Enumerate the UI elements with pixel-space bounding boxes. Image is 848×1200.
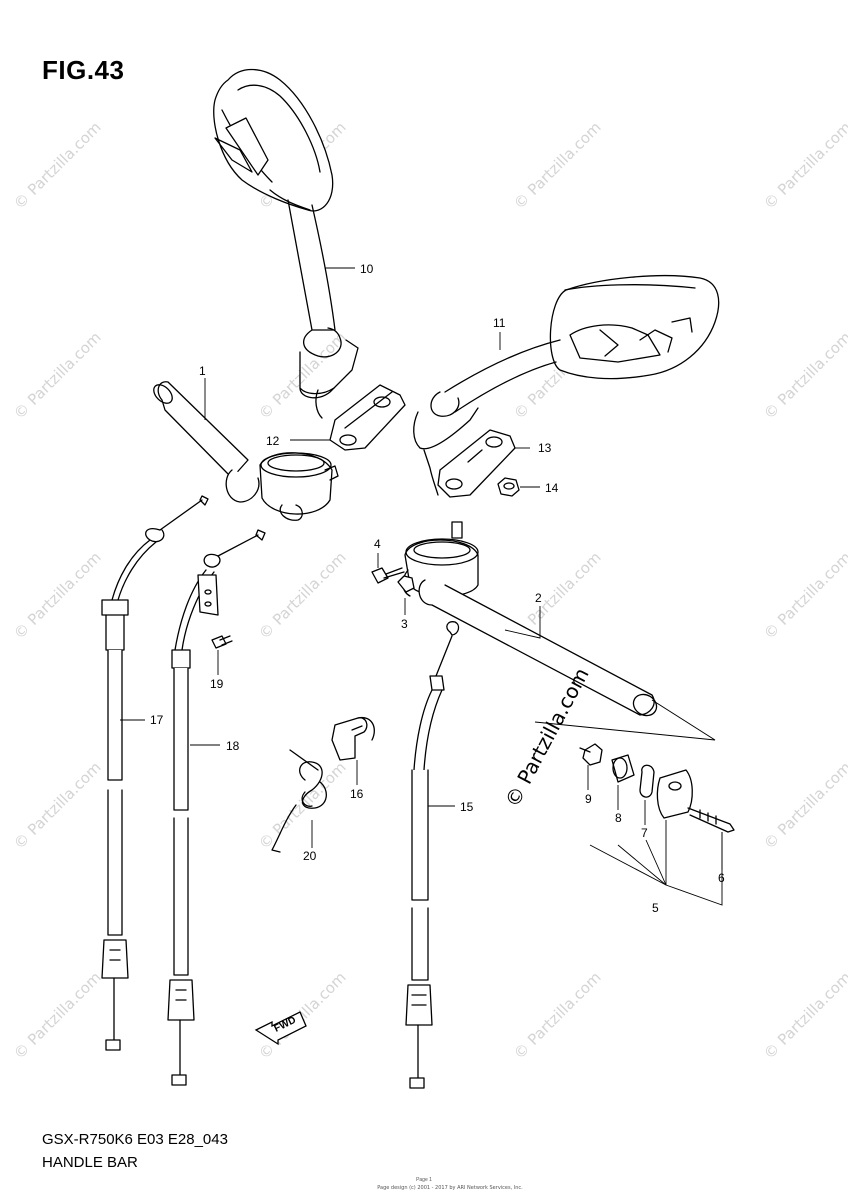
- watermark: © Partzilla.com: [760, 968, 848, 1063]
- copyright-note: Page design (c) 2001 - 2017 by ARI Netwo…: [377, 1185, 523, 1191]
- leader-lines: [120, 267, 723, 906]
- model-code: GSX-R750K6 E03 E28_043: [42, 1131, 228, 1148]
- watermark: © Partzilla.com: [760, 328, 848, 423]
- spring-part-20: [271, 749, 327, 853]
- page-note: Page 1: [416, 1177, 432, 1183]
- guide-pointer: [534, 699, 716, 741]
- callout-12: 12: [266, 434, 280, 448]
- callout-labels: 1 2 3 4 5 6 7 8 9 10 11 12 13 14 15 16 1…: [150, 262, 725, 915]
- callout-18: 18: [226, 739, 240, 753]
- callout-14: 14: [545, 481, 559, 495]
- mirror-left-part-10: [213, 68, 359, 419]
- watermark: © Partzilla.com: [255, 548, 350, 643]
- callout-15: 15: [460, 800, 474, 814]
- watermark: © Partzilla.com: [255, 968, 350, 1063]
- callout-7: 7: [641, 826, 648, 840]
- watermark: © Partzilla.com: [10, 118, 105, 213]
- watermark: © Partzilla.com: [760, 758, 848, 853]
- callout-8: 8: [615, 811, 622, 825]
- nut-part-14: [497, 477, 520, 497]
- watermark: © Partzilla.com: [760, 548, 848, 643]
- screw-part-19: [211, 635, 233, 649]
- watermark: © Partzilla.com: [510, 968, 605, 1063]
- watermark: © Partzilla.com: [510, 118, 605, 213]
- callout-3: 3: [401, 617, 408, 631]
- watermark: © Partzilla.com: [10, 758, 105, 853]
- section-name: HANDLE BAR: [42, 1154, 138, 1171]
- watermark: © Partzilla.com: [255, 328, 350, 423]
- throttle-cable-part-18: [167, 529, 266, 1086]
- watermark: © Partzilla.com: [10, 968, 105, 1063]
- watermark: © Partzilla.com: [255, 758, 350, 853]
- bracket-part-13: [437, 429, 516, 498]
- callout-9: 9: [585, 792, 592, 806]
- bar-end-assembly-part-5: [579, 743, 735, 833]
- clip-part-16: [331, 716, 375, 761]
- mirror-right-part-11: [413, 275, 720, 496]
- fwd-arrow-icon: FWD: [254, 1011, 307, 1046]
- callout-16: 16: [350, 787, 364, 801]
- nut-part-3: [397, 575, 415, 593]
- callout-13: 13: [538, 441, 552, 455]
- callout-20: 20: [303, 849, 317, 863]
- watermark: © Partzilla.com: [760, 118, 848, 213]
- cable-part-15: [405, 621, 460, 1089]
- bolt-part-4: [371, 567, 405, 584]
- fig-title: FIG.43: [42, 55, 125, 85]
- handlebar-left-part-1: [153, 381, 339, 521]
- callout-19: 19: [210, 677, 224, 691]
- callout-5: 5: [652, 901, 659, 915]
- callout-2: 2: [535, 591, 542, 605]
- callout-10: 10: [360, 262, 374, 276]
- callout-6: 6: [718, 871, 725, 885]
- callout-11: 11: [493, 316, 506, 330]
- callout-1: 1: [199, 364, 206, 378]
- callout-17: 17: [150, 713, 164, 727]
- bracket-part-12: [329, 384, 406, 451]
- handlebar-right-part-2: [402, 521, 658, 717]
- watermark: © Partzilla.com: [10, 328, 105, 423]
- watermark: © Partzilla.com: [10, 548, 105, 643]
- throttle-cable-part-17: [101, 495, 209, 1051]
- callout-4: 4: [374, 537, 381, 551]
